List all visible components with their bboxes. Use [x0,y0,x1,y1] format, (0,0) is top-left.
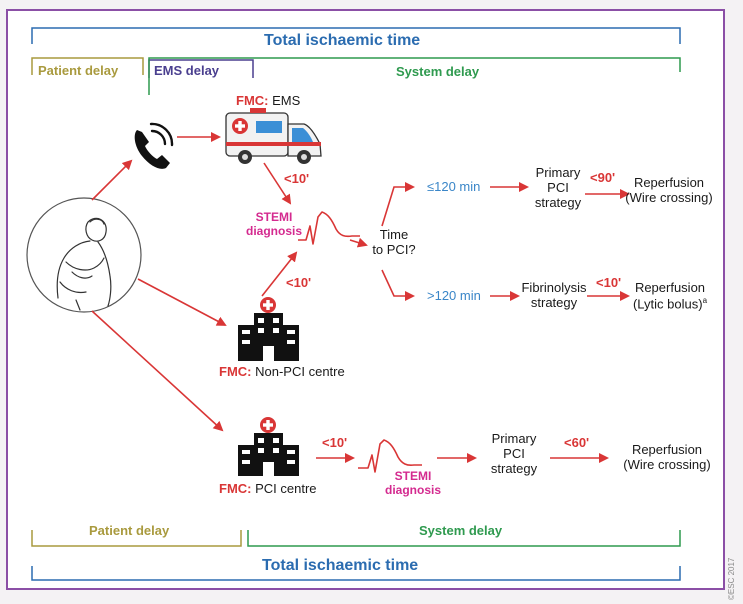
total-ischaemic-time-label-top: Total ischaemic time [264,32,421,49]
pci-centre-to-diagnosis-delay: <10' [322,435,348,450]
reperfusion-line1: Reperfusion [633,175,705,190]
non-pci-to-diagnosis-delay: <10' [286,275,312,290]
system-delay-label-bottom: System delay [419,523,503,538]
reperfusion-line2: (Wire crossing) [623,456,711,472]
lytic-bolus-text: (Lytic bolus) [632,296,703,312]
fmc-non-pci-label: FMC: Non-PCI centre [219,364,345,380]
arrow-decision-to-short [381,182,415,227]
ecg-waveform-icon-upper [298,211,360,245]
primary-pci-strategy-lower: Primary PCI strategy [486,431,542,477]
diagnosis-label: diagnosis [384,482,441,497]
primary-line3: strategy [490,460,538,476]
patient-delay-label-top: Patient delay [38,63,119,78]
primary-line2: PCI [503,445,525,461]
fmc-pci-centre-text: PCI centre [255,481,317,496]
patient-delay-label-bottom: Patient delay [89,523,170,538]
primary-to-reperfusion-delay-lower: <60' [564,435,590,450]
reperfusion-line2: (Wire crossing) [625,189,713,205]
stemi-diagnosis-lower: STEMI diagnosis [380,469,446,498]
total-time-bracket-top [31,27,681,44]
fmc-ems-text: EMS [272,93,301,108]
arrow-patient-to-non-pci [137,278,227,326]
primary-line2: PCI [547,179,569,195]
long-time-label: >120 min [427,288,481,303]
arrow-stemi-to-decision [349,237,368,248]
ems-to-diagnosis-delay: <10' [284,171,310,186]
system-delay-bracket-top [148,57,681,95]
primary-line3: strategy [534,194,582,210]
phone-icon [134,122,174,169]
arrow-decision-to-long [381,269,415,301]
total-time-bracket-bottom [31,566,681,581]
fmc-prefix: FMC: [236,93,269,108]
fmc-ems-label: FMC: EMS [236,93,301,109]
patient-delay-bracket-top [31,57,144,75]
reperfusion-lytic-line2: (Lytic bolus)a [622,296,718,312]
short-time-label: ≤120 min [427,179,481,194]
hospital-icon-pci-centre [238,417,299,476]
patient-delay-bracket-bottom [31,530,242,547]
ems-delay-label-top: EMS delay [154,63,220,78]
decision-line2: to PCI? [372,241,416,257]
ambulance-icon [225,108,322,164]
decision-line1: Time [379,227,409,242]
arrow-ems-to-stemi [263,162,292,205]
diagnosis-label: diagnosis [245,223,302,238]
diagram-frame [6,9,725,590]
fibrinolysis-to-reperfusion-delay: <10' [596,275,622,290]
reperfusion-lytic-bolus: Reperfusion (Lytic bolus)a [622,280,718,312]
copyright-notice: ©ESC 2017 [727,557,736,600]
reperfusion-wire-crossing-lower: Reperfusion (Wire crossing) [620,442,714,473]
time-to-pci-decision: Time to PCI? [366,227,422,258]
reperfusion-lytic-line1: Reperfusion [634,280,706,295]
primary-line1: Primary [491,431,537,446]
system-delay-label-top: System delay [396,64,480,79]
ecg-waveform-icon-lower [358,439,422,473]
fibrinolysis-line1: Fibrinolysis [521,280,587,295]
fmc-pci-centre-label: FMC: PCI centre [219,481,317,497]
total-ischaemic-time-label-bottom: Total ischaemic time [262,557,419,574]
fibrinolysis-strategy: Fibrinolysis strategy [520,280,588,311]
fibrinolysis-line2: strategy [530,294,578,310]
fmc-prefix: FMC: [219,364,252,379]
lytic-footnote: a [702,295,708,305]
hospital-icon-non-pci [238,297,299,361]
stemi-label: STEMI [255,210,293,224]
arrow-non-pci-to-stemi [261,251,298,297]
stemi-label: STEMI [394,469,432,483]
reperfusion-line1: Reperfusion [631,442,703,457]
arrow-patient-to-phone [91,159,133,201]
primary-pci-strategy-upper: Primary PCI strategy [530,165,586,211]
fmc-prefix: FMC: [219,481,252,496]
primary-to-reperfusion-delay-upper: <90' [590,170,616,185]
primary-line1: Primary [535,165,581,180]
arrow-patient-to-pci-centre [91,310,224,432]
stemi-diagnosis-upper: STEMI diagnosis [242,210,306,239]
patient-chest-pain-icon [26,197,142,313]
reperfusion-wire-crossing-upper: Reperfusion (Wire crossing) [622,175,716,206]
fmc-non-pci-text: Non-PCI centre [255,364,345,379]
system-delay-bracket-bottom [247,530,681,547]
